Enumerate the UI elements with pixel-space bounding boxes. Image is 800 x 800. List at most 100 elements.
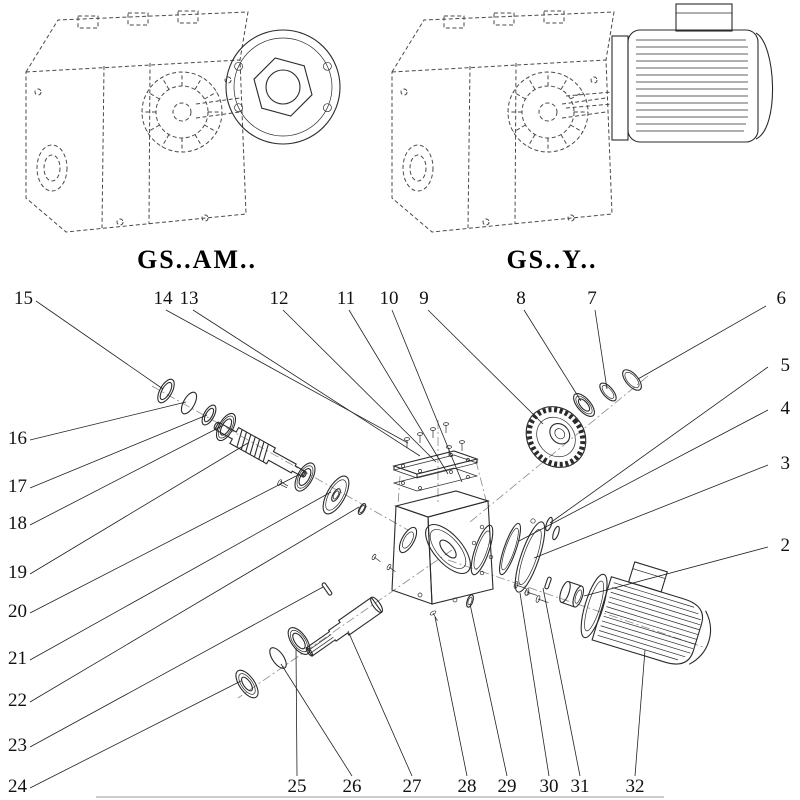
circlip — [599, 382, 617, 402]
gearbox-am-drawing — [25, 10, 341, 233]
callout-number-15: 15 — [14, 288, 33, 309]
output-key — [321, 582, 333, 596]
leader-line-29 — [469, 603, 508, 777]
callout-number-11: 11 — [337, 288, 355, 309]
leader-line-25 — [295, 647, 298, 777]
exploded-view — [151, 369, 712, 699]
output-bearing — [287, 627, 311, 655]
wheel-bearing — [573, 393, 595, 417]
callout-number-10: 10 — [380, 288, 399, 309]
callout-number-4: 4 — [781, 398, 791, 419]
leader-line-14 — [165, 309, 409, 444]
shaft-key — [544, 576, 552, 590]
motor-mount-flange — [225, 29, 341, 145]
variant-label-gs-y: GS..Y.. — [506, 245, 597, 274]
callout-number-13: 13 — [180, 288, 199, 309]
cover-gasket — [392, 467, 479, 492]
leader-line-19 — [29, 442, 249, 575]
callout-number-20: 20 — [8, 601, 27, 622]
callout-number-22: 22 — [8, 690, 27, 711]
leader-line-24 — [29, 680, 242, 789]
axis-lines — [151, 375, 707, 699]
leader-line-6 — [637, 305, 767, 380]
leader-line-15 — [35, 300, 164, 390]
callout-number-30: 30 — [540, 776, 559, 797]
leader-line-13 — [192, 309, 421, 457]
output-oil-seal — [235, 669, 259, 699]
shim — [552, 525, 560, 541]
variant-label-gs-am: GS..AM.. — [137, 245, 257, 274]
callout-number-14: 14 — [154, 288, 174, 309]
callout-number-8: 8 — [516, 288, 526, 309]
leader-line-2 — [583, 546, 769, 597]
leader-line-18 — [29, 425, 223, 526]
gearbox-body-dashed — [25, 10, 249, 233]
shim — [545, 516, 553, 532]
callout-number-19: 19 — [8, 562, 27, 583]
leader-line-31 — [542, 587, 581, 777]
callout-number-5: 5 — [781, 355, 791, 376]
callout-number-23: 23 — [8, 735, 27, 756]
washer — [466, 594, 474, 608]
callout-number-32: 32 — [626, 776, 645, 797]
output-circlip — [269, 647, 287, 669]
callout-number-27: 27 — [403, 776, 422, 797]
leader-line-9 — [427, 309, 544, 425]
oil-seal-ring — [157, 378, 175, 404]
leader-line-22 — [29, 506, 360, 703]
callout-number-21: 21 — [8, 648, 27, 669]
inspection-cover — [392, 450, 479, 479]
leader-line-27 — [347, 630, 413, 777]
leader-line-26 — [280, 663, 353, 777]
leader-line-23 — [29, 586, 324, 748]
leader-line-4 — [518, 409, 769, 542]
callout-number-29: 29 — [498, 776, 517, 797]
callout-number-12: 12 — [270, 288, 289, 309]
leader-line-30 — [519, 592, 550, 777]
flange-gasket — [498, 522, 522, 576]
callout-number-7: 7 — [587, 288, 597, 309]
callout-number-2: 2 — [781, 535, 791, 556]
leader-line-3 — [533, 464, 769, 559]
gearbox-body-dashed — [391, 10, 615, 233]
leader-line-11 — [348, 309, 449, 475]
callout-number-25: 25 — [288, 776, 307, 797]
callout-number-9: 9 — [419, 288, 429, 309]
gearbox-y-drawing — [391, 3, 774, 233]
housing-screw — [429, 610, 438, 621]
callout-number-26: 26 — [343, 776, 362, 797]
motor-exploded — [580, 561, 712, 665]
coupling-bush — [559, 580, 584, 608]
worm-bearing — [294, 462, 316, 492]
callout-number-31: 31 — [571, 776, 590, 797]
leader-line-8 — [523, 309, 582, 402]
leader-line-20 — [29, 473, 301, 614]
spacer-ring — [201, 404, 217, 426]
leader-line-5 — [549, 366, 769, 524]
leader-line-21 — [29, 491, 332, 661]
callout-number-17: 17 — [8, 476, 27, 497]
callout-number-28: 28 — [458, 776, 477, 797]
tiny-screw — [386, 563, 396, 573]
output-shaft — [305, 596, 384, 657]
worm-wheel-gear — [525, 406, 587, 468]
callout-number-6: 6 — [777, 288, 787, 309]
worm-shaft — [213, 421, 307, 478]
shim-ring — [622, 369, 642, 391]
leader-line-32 — [634, 649, 646, 777]
leader-line-28 — [434, 616, 468, 777]
small-ring — [357, 503, 367, 515]
callout-number-3: 3 — [781, 453, 791, 474]
callout-number-18: 18 — [8, 513, 27, 534]
leader-line-12 — [282, 309, 437, 463]
electric-motor — [565, 3, 774, 143]
leader-line-7 — [594, 309, 608, 390]
callout-number-16: 16 — [8, 428, 27, 449]
tiny-screw — [371, 553, 381, 563]
gear-housing — [391, 490, 494, 605]
shim-disc — [322, 475, 350, 515]
adapter-flange — [514, 521, 546, 593]
